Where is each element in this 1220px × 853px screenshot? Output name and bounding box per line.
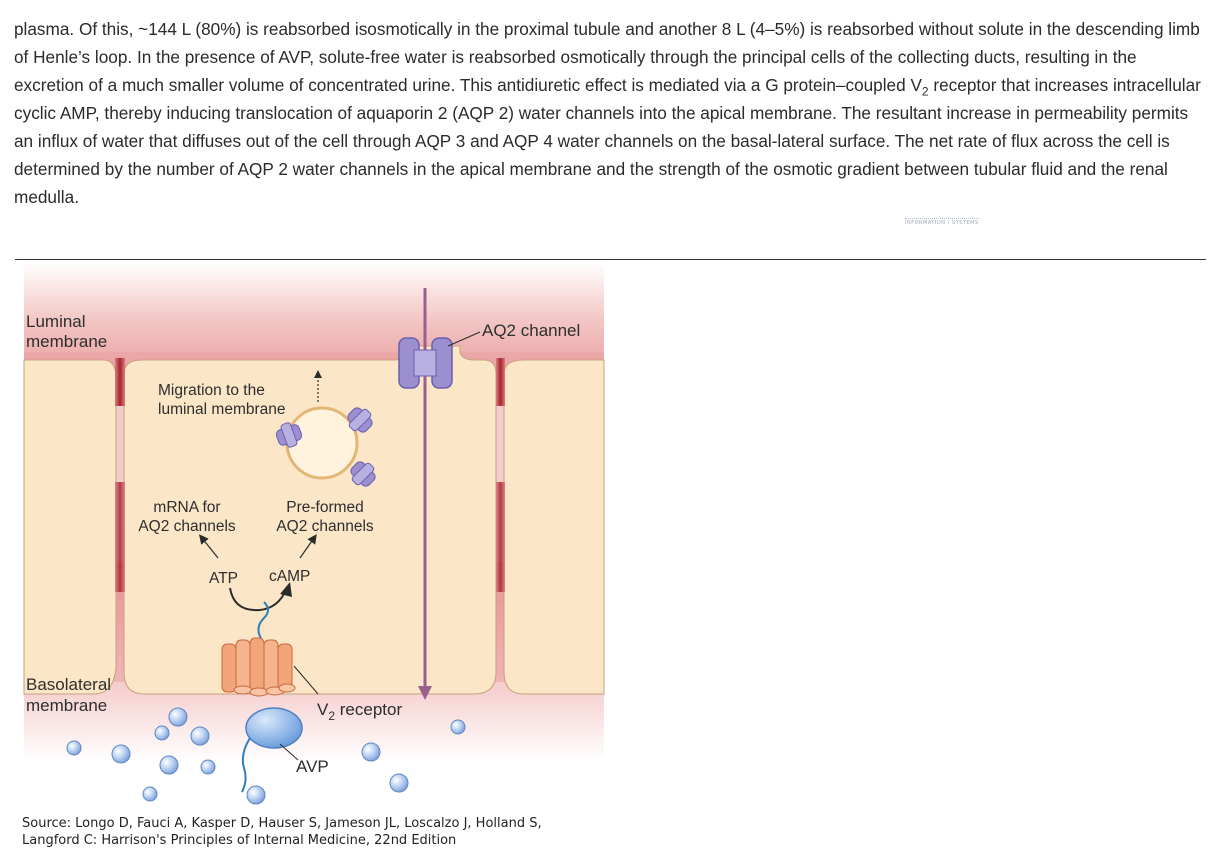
paragraph-text-b: receptor that increases intracellular cy…	[14, 75, 1201, 207]
right-cell	[503, 359, 605, 695]
lateral-space-left	[115, 482, 125, 592]
section-divider	[15, 259, 1206, 260]
avp-leader-line	[279, 743, 299, 761]
atp-camp-conversion-arrow	[229, 587, 287, 612]
atp-label: ATP	[209, 570, 238, 587]
figure-source-line2: Langford C: Harrison's Principles of Int…	[22, 833, 457, 848]
migration-arrowhead	[314, 370, 322, 378]
tight-junction-right	[496, 358, 505, 406]
aq2-channel-icon	[398, 337, 453, 389]
paragraph-text-a: plasma. Of this, ~144 L (80%) is reabsor…	[14, 19, 1200, 95]
article-paragraph: plasma. Of this, ~144 L (80%) is reabsor…	[14, 15, 1204, 211]
basolateral-label-1: Basolateral	[26, 675, 111, 694]
preformed-label-1: Pre-formed	[286, 499, 364, 516]
avp-molecule	[245, 707, 303, 749]
migration-label-1: Migration to the	[158, 382, 265, 399]
v2-receptor-icon	[221, 637, 296, 697]
aqp2-diagram: Luminal membrane Basolateral membrane AQ…	[14, 262, 605, 822]
vesicle-channel-icon-1	[347, 407, 373, 433]
vesicle-channel-icon-2	[350, 461, 376, 487]
preformed-label-2: AQ2 channels	[276, 518, 374, 535]
left-cell	[23, 359, 117, 695]
v2-receptor-label: V2 receptor	[317, 700, 402, 723]
v2-v: V	[317, 700, 329, 719]
v2-subscript: 2	[328, 709, 335, 723]
water-flux-arrowhead	[418, 686, 432, 700]
figure-source-line1: Source: Longo D, Fauci A, Kasper D, Haus…	[22, 816, 542, 831]
migration-label-2: luminal membrane	[158, 401, 286, 418]
camp-to-preformed-arrow	[299, 534, 317, 559]
v2-receptor-word: receptor	[335, 700, 402, 719]
atp-to-mrna-arrow	[199, 534, 219, 559]
aq2-leader-line	[447, 331, 481, 347]
lateral-space-right	[496, 482, 505, 592]
water-molecules	[66, 707, 466, 805]
aqp2-figure: Luminal membrane Basolateral membrane AQ…	[14, 262, 605, 822]
aq2-channel-label: AQ2 channel	[482, 321, 580, 340]
receptor-leader-line	[293, 665, 319, 695]
mrna-label-1: mRNA for	[153, 499, 220, 516]
conversion-arrowhead	[280, 582, 292, 597]
avp-label: AVP	[296, 757, 329, 776]
camp-label: cAMP	[269, 568, 310, 585]
tight-junction-left	[115, 358, 125, 406]
avp-tail	[241, 737, 251, 793]
mrna-label-2: AQ2 channels	[138, 518, 236, 535]
basolateral-label-2: membrane	[26, 696, 107, 715]
receptor-tail	[257, 601, 269, 641]
luminal-label-2: membrane	[26, 332, 107, 351]
luminal-label-1: Luminal	[26, 312, 86, 331]
publisher-watermark: INFORMATION / SYSTEMS	[905, 218, 979, 226]
vesicle-channel-icon-3	[275, 422, 303, 448]
paragraph-subscript: 2	[921, 84, 929, 99]
